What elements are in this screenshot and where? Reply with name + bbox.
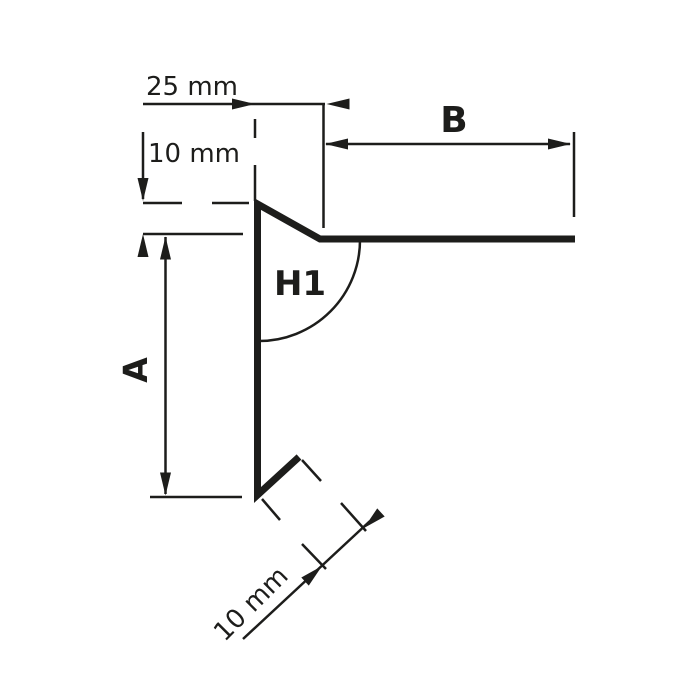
dim-25mm-label: 25 mm bbox=[146, 72, 238, 102]
dim-10mm-top: 10 mm bbox=[137, 132, 240, 257]
dim-A: A bbox=[116, 236, 171, 496]
dim-10mm-top-arrow-up-icon bbox=[137, 234, 149, 257]
dim-B: B bbox=[325, 100, 571, 150]
dim-10mm-top-arrow-down-icon bbox=[137, 178, 149, 201]
angle-H1-arc bbox=[258, 239, 362, 343]
profile-outline bbox=[254, 198, 575, 503]
dim-A-arrow-down-icon bbox=[160, 472, 171, 496]
dim-10mm-kick-ext-tick-a bbox=[261, 498, 281, 521]
dim-B-label: B bbox=[440, 100, 467, 141]
dim-25mm-arrow-right-icon bbox=[232, 98, 255, 110]
angle-H1: H1 bbox=[258, 239, 362, 343]
dim-25mm-arrow-left-icon bbox=[326, 98, 350, 110]
dim-10mm-kick: 10 mm bbox=[208, 459, 385, 647]
dim-B-arrow-right-icon bbox=[548, 138, 571, 150]
dim-10mm-kick-ext-tick-b bbox=[301, 459, 322, 482]
dim-25mm: 25 mm bbox=[143, 72, 350, 110]
extension-lines bbox=[143, 104, 576, 499]
dim-10mm-kick-arrow-downleft-icon bbox=[364, 508, 385, 528]
dim-A-arrow-up-icon bbox=[160, 236, 171, 260]
dim-10mm-kick-arrow-upright-icon bbox=[301, 566, 322, 586]
dim-10mm-kick-ext-tick-d bbox=[340, 502, 367, 532]
angle-H1-label: H1 bbox=[274, 264, 326, 304]
dim-A-label: A bbox=[116, 357, 155, 383]
dim-10mm-top-label: 10 mm bbox=[148, 139, 240, 169]
dim-B-arrow-left-icon bbox=[325, 138, 348, 150]
